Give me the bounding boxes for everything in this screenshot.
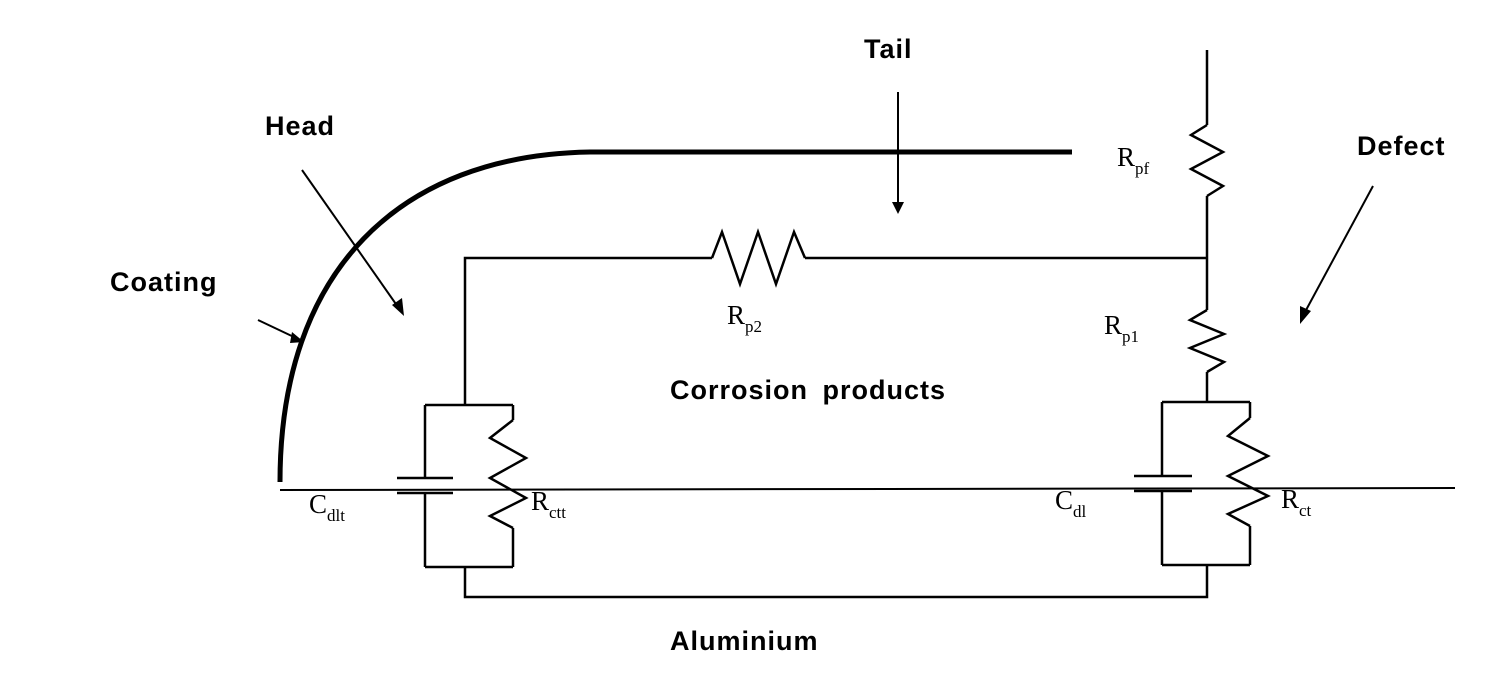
label-rpf: Rpf [1117, 142, 1150, 178]
resistor-rpf [1188, 123, 1226, 198]
label-head: Head [265, 111, 335, 141]
arrow-defect [1300, 185, 1374, 324]
label-defect: Defect [1357, 131, 1446, 161]
wire-bottom [463, 565, 1209, 599]
metal-surface-line [279, 487, 1456, 491]
label-cdlt: Cdlt [309, 489, 345, 525]
wire-top [463, 256, 712, 405]
label-rp2: Rp2 [727, 300, 762, 336]
label-tail: Tail [864, 34, 913, 64]
arrow-head [301, 169, 404, 316]
resistor-rp2 [710, 228, 807, 288]
label-cdl: Cdl [1055, 485, 1087, 521]
resistor-rct [1225, 417, 1271, 528]
label-corrosion-products: Corrosion products [670, 375, 946, 405]
label-aluminium: Aluminium [670, 626, 819, 656]
label-rctt: Rctt [531, 486, 566, 522]
arrow-coating [257, 319, 304, 343]
resistor-rp1 [1186, 308, 1228, 374]
arrow-tail [892, 92, 904, 214]
label-rct: Rct [1281, 484, 1312, 520]
resistor-rctt [487, 419, 529, 530]
coating-curve [277, 149, 1072, 483]
label-coating: Coating [110, 267, 218, 297]
label-rp1: Rp1 [1104, 310, 1139, 346]
